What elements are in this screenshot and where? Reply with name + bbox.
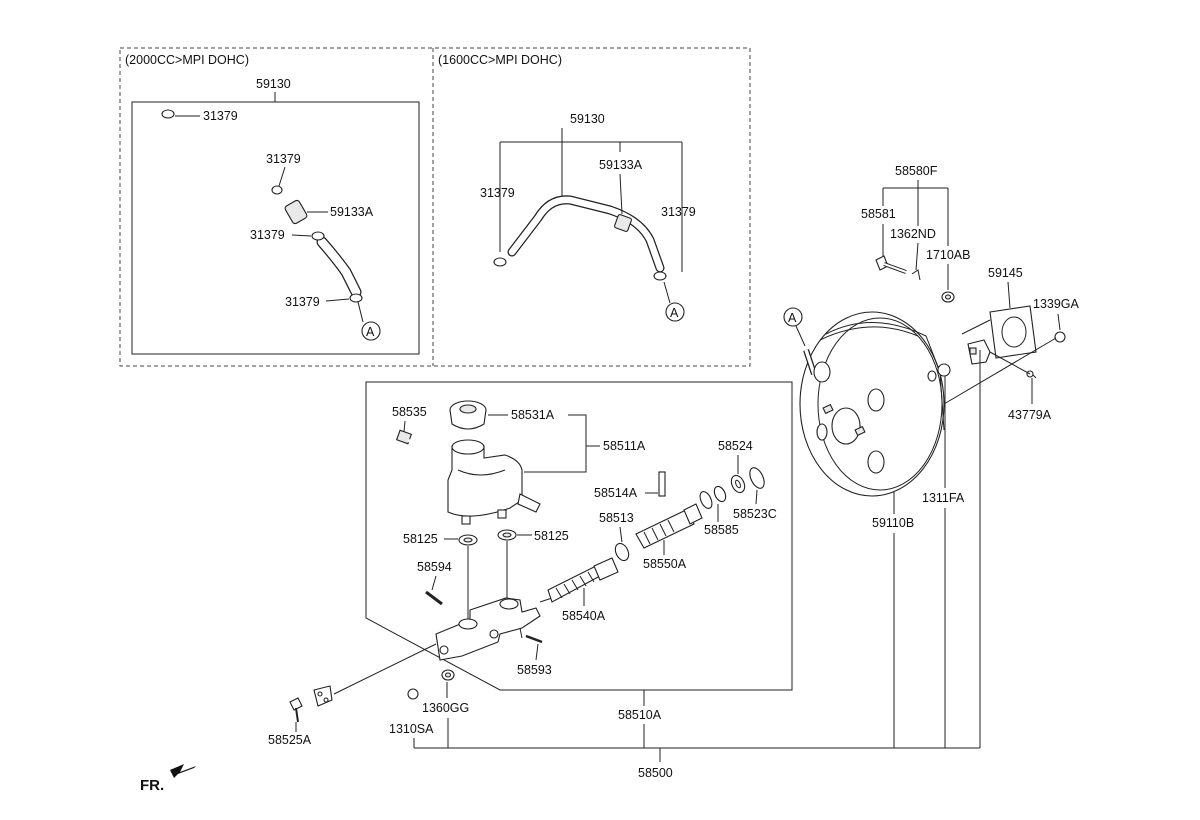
label-31379-l3: 31379	[250, 228, 285, 242]
variant-frames	[119, 47, 751, 367]
pressure-sensor-bracket	[289, 685, 333, 723]
seal-ring-icon	[614, 542, 630, 562]
vacuum-hose-right	[493, 195, 685, 322]
variant-label-2000cc: (2000CC>MPI DOHC)	[125, 53, 249, 67]
primary-piston-assembly	[547, 557, 619, 603]
hose-clamp-icon	[493, 257, 507, 267]
label-58593: 58593	[517, 663, 552, 677]
label-31379-l4: 31379	[285, 295, 320, 309]
clevis-pin-set	[875, 255, 955, 303]
variant-label-1600cc: (1600CC>MPI DOHC)	[438, 53, 562, 67]
hose-clamp-icon	[349, 293, 363, 303]
brake-fluid-reservoir	[447, 439, 541, 525]
label-58513: 58513	[599, 511, 634, 525]
label-58500: 58500	[638, 766, 673, 780]
gasket-icon	[989, 305, 1037, 359]
booster-studs	[927, 331, 1066, 382]
label-58525a: 58525A	[268, 733, 312, 747]
label-1362nd: 1362ND	[890, 227, 936, 241]
label-58524: 58524	[718, 439, 753, 453]
connector-a-right: A	[670, 306, 679, 320]
pin-icon	[525, 634, 543, 644]
label-58550a: 58550A	[643, 557, 687, 571]
label-31379-l2: 31379	[266, 152, 301, 166]
label-59110b: 59110B	[872, 516, 914, 530]
master-cylinder-kit-box	[365, 381, 793, 691]
label-58540a: 58540A	[562, 609, 606, 623]
label-1310sa: 1310SA	[389, 722, 434, 736]
hose-clamp-icon	[161, 109, 175, 119]
check-valve-icon	[614, 214, 632, 232]
connector-a-circle	[665, 302, 685, 322]
label-1339ga: 1339GA	[1033, 297, 1080, 311]
label-58511a: 58511A	[603, 439, 646, 453]
hose-clamp-icon	[653, 271, 667, 281]
secondary-piston-assembly	[635, 503, 703, 549]
label-31379-l1: 31379	[203, 109, 238, 123]
check-valve-icon	[284, 199, 308, 225]
brake-booster	[799, 311, 945, 497]
label-59133a-left: 59133A	[330, 205, 374, 219]
label-1311fa: 1311FA	[922, 491, 965, 505]
label-58510a: 58510A	[618, 708, 662, 722]
vacuum-hose-left	[161, 109, 381, 341]
label-58581: 58581	[861, 207, 896, 221]
connector-a-left: A	[366, 325, 375, 339]
label-58125-a: 58125	[403, 532, 438, 546]
label-1710ab: 1710AB	[926, 248, 970, 262]
pin-icon	[425, 590, 443, 606]
label-43779a: 43779A	[1008, 408, 1052, 422]
label-59133a-right: 59133A	[599, 158, 643, 172]
hose-clamp-icon	[311, 231, 325, 241]
master-cylinder-body	[435, 597, 541, 661]
stopper-pin-icon	[658, 471, 666, 497]
label-58585: 58585	[704, 523, 739, 537]
connector-a-circle	[361, 321, 381, 341]
level-sensor	[395, 429, 431, 458]
label-58514a: 58514A	[594, 486, 638, 500]
connector-a-circle	[783, 307, 803, 327]
hose-clamp-icon	[271, 185, 283, 195]
connector-a-booster: A	[788, 311, 797, 325]
washer-icon	[730, 474, 746, 494]
label-58531a: 58531A	[511, 408, 555, 422]
label-59130-left: 59130	[256, 77, 291, 91]
label-59145: 59145	[988, 266, 1023, 280]
label-1360gg: 1360GG	[422, 701, 469, 715]
hose-kit-box-left	[131, 101, 420, 355]
reservoir-cap	[449, 400, 487, 430]
seal-icon	[713, 485, 727, 503]
label-59130-right: 59130	[570, 112, 605, 126]
label-58523c: 58523C	[733, 507, 777, 521]
snap-ring-icon	[749, 467, 765, 489]
front-direction-label: FR.	[140, 777, 164, 794]
front-arrow-icon	[170, 764, 196, 778]
mounting-nuts	[407, 669, 455, 700]
label-58580f: 58580F	[895, 164, 938, 178]
assembly-leader	[413, 718, 980, 762]
label-58125-b: 58125	[534, 529, 569, 543]
label-58535: 58535	[392, 405, 427, 419]
label-31379-r1: 31379	[480, 186, 515, 200]
label-31379-r2: 31379	[661, 205, 696, 219]
label-58594: 58594	[417, 560, 452, 574]
